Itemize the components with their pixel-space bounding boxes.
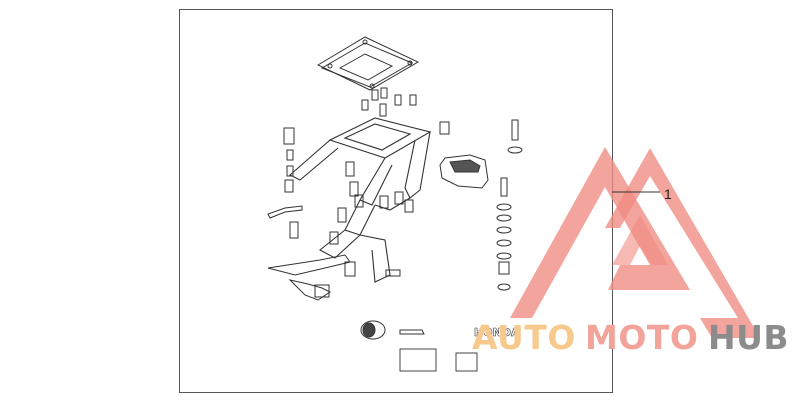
watermark-text-hub: HUB [708, 318, 790, 357]
side-strut-left [267, 127, 303, 239]
lower-bracket [267, 121, 450, 301]
brand-decal: HONDA [474, 326, 520, 339]
diagram-frame [179, 9, 613, 393]
watermark-text-moto: MOTO [585, 318, 699, 357]
decals [399, 348, 478, 372]
mounting-plate [316, 36, 420, 91]
callout-number: 1 [664, 186, 672, 202]
rubber-spacer [360, 320, 386, 340]
watermark-logo [510, 147, 760, 338]
grip-handle [439, 154, 489, 189]
long-bolt [399, 329, 425, 335]
watermark-text-auto: AUTO [472, 318, 576, 357]
rack-frame [289, 117, 432, 283]
top-bolts [361, 87, 417, 117]
hardware-stack [496, 119, 523, 291]
